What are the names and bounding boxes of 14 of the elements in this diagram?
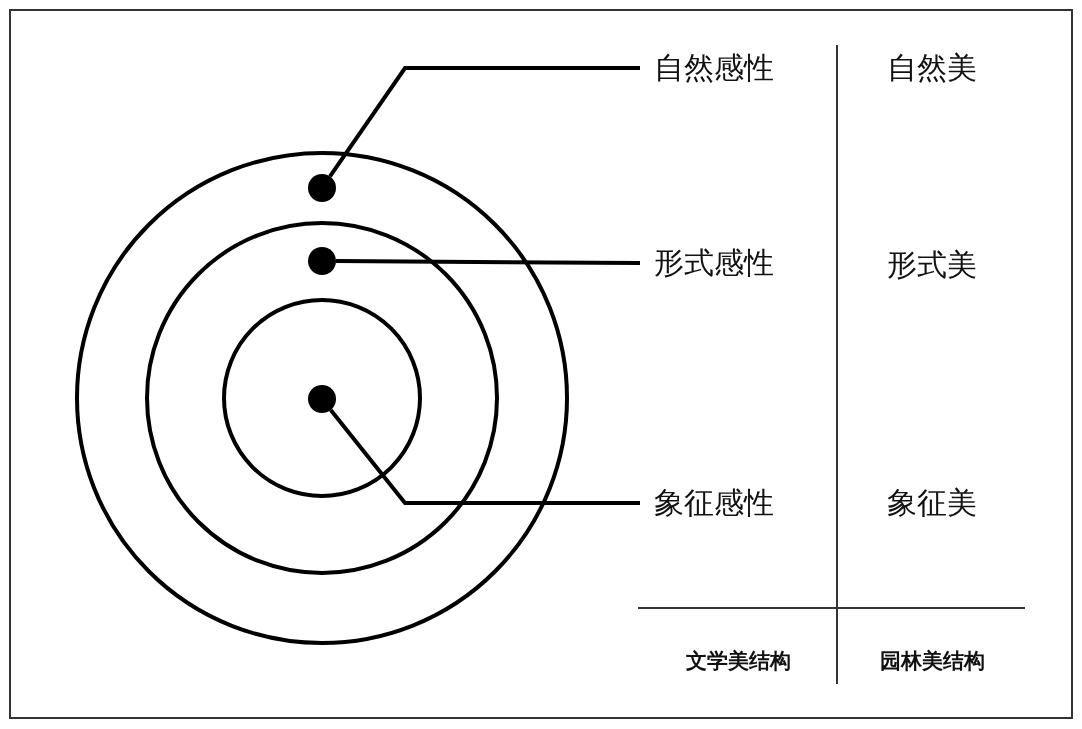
category-label: 象征美 xyxy=(887,483,977,522)
marker-dot xyxy=(308,247,336,275)
leader-line xyxy=(336,259,640,265)
column-heading: 园林美结构 xyxy=(879,648,985,675)
category-label: 自然美 xyxy=(887,48,977,87)
term-label: 形式感性 xyxy=(640,241,774,285)
term-label: 象征感性 xyxy=(640,481,774,525)
category-label: 形式美 xyxy=(887,245,977,284)
marker-dot xyxy=(308,174,336,202)
leader-line xyxy=(328,66,640,178)
marker-dot xyxy=(308,385,336,413)
term-label: 自然感性 xyxy=(640,46,774,90)
column-heading: 文学美结构 xyxy=(685,648,791,675)
leader-line xyxy=(329,408,640,505)
